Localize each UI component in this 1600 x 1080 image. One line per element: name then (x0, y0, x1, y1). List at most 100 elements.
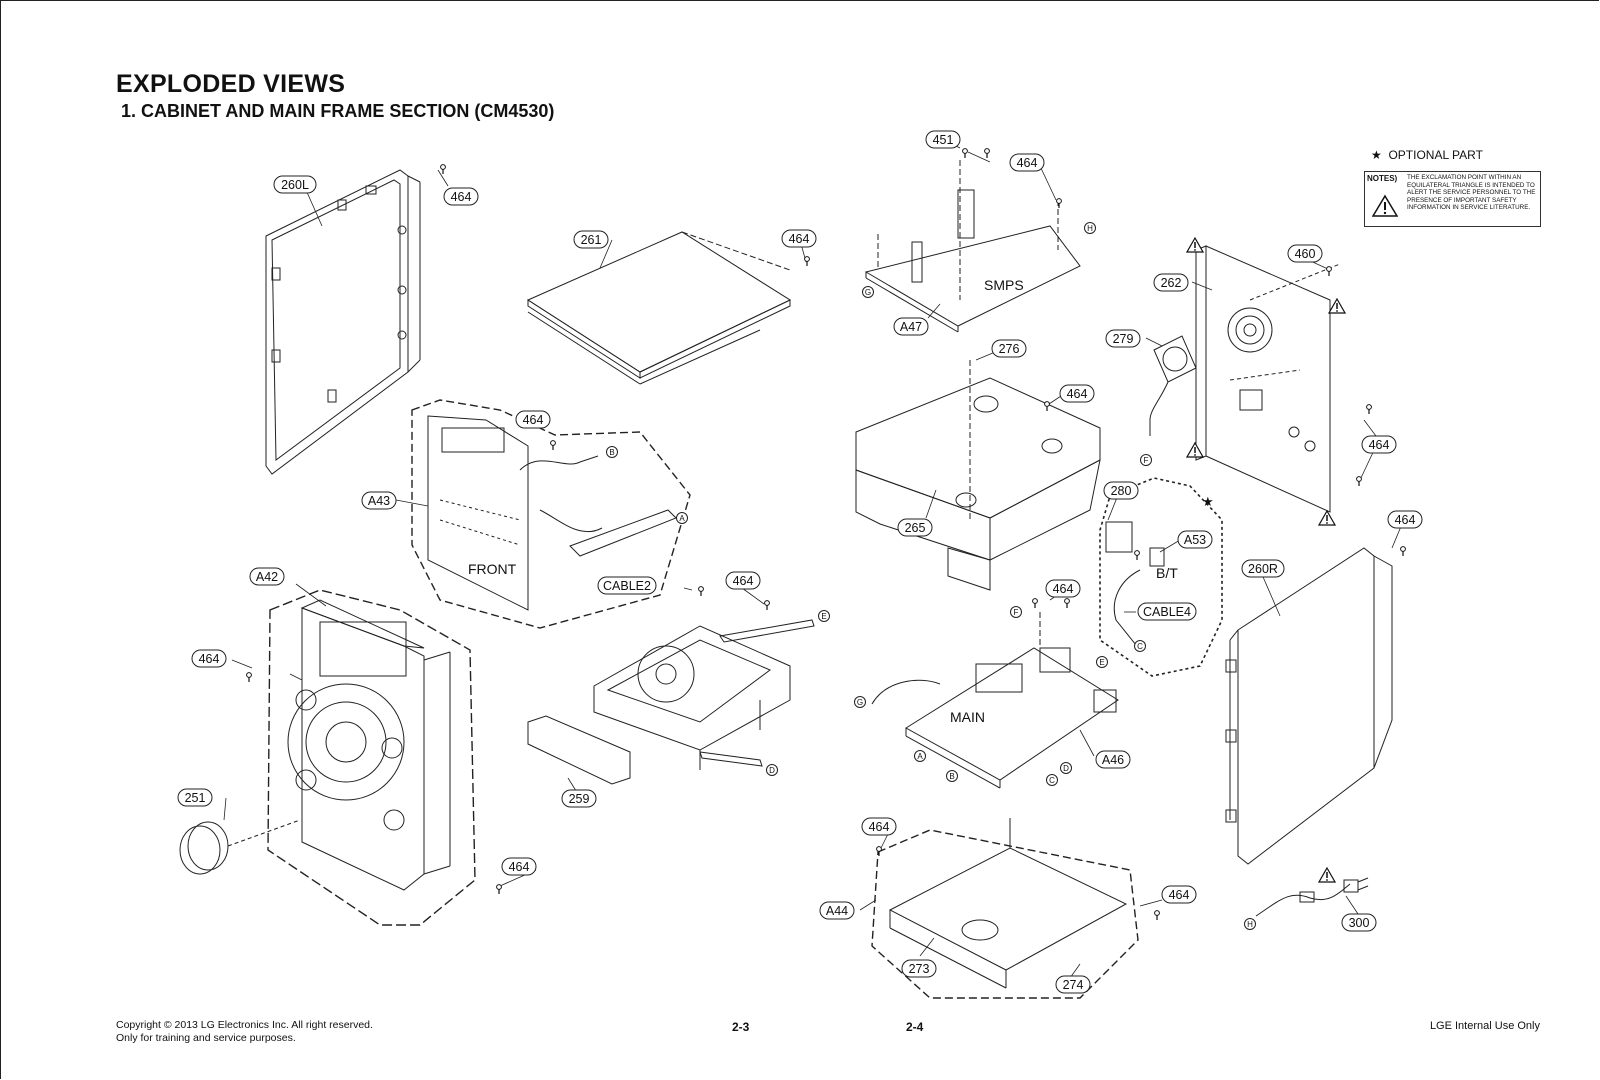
svg-text:A42: A42 (256, 570, 278, 584)
svg-text:280: 280 (1111, 484, 1132, 498)
svg-text:CABLE2: CABLE2 (603, 579, 651, 593)
svg-text:A47: A47 (900, 320, 922, 334)
safety-notes-box: NOTES) THE EXCLAMATION POINT WITHIN AN E… (1364, 171, 1541, 227)
star-icon: ★ (1202, 494, 1214, 509)
top-cover-261 (526, 231, 792, 385)
cooling-fan-279 (1149, 335, 1197, 436)
connector-markers: B A H G F E D C F E G A B C D H (606, 222, 1256, 930)
svg-text:G: G (865, 288, 871, 297)
svg-text:276: 276 (999, 342, 1020, 356)
part-label-251: 251 (177, 788, 213, 807)
part-label-279: 279 (1105, 329, 1141, 348)
part-label-A44: A44 (819, 901, 855, 920)
svg-text:464: 464 (523, 413, 544, 427)
warning-triangle-icon (1186, 442, 1204, 458)
part-label-A47: A47 (893, 317, 929, 336)
warning-triangle-icon (1372, 194, 1398, 217)
warning-triangle-icon (1328, 298, 1346, 314)
smps-label: SMPS (984, 277, 1024, 293)
svg-text:451: 451 (933, 133, 954, 147)
connector-H: H (1244, 918, 1256, 930)
internal-use-note: LGE Internal Use Only (1429, 1020, 1540, 1032)
svg-text:A53: A53 (1184, 533, 1206, 547)
svg-text:464: 464 (1169, 888, 1190, 902)
part-label-A53: A53 (1177, 530, 1213, 549)
connector-G: G (862, 286, 874, 298)
copyright-text: Copyright © 2013 LG Electronics Inc. All… (116, 1019, 373, 1031)
power-cord-300 (1255, 877, 1369, 917)
connector-B: B (606, 446, 618, 458)
page-number-left: 2-3 (732, 1020, 750, 1034)
smps-board-A47 (864, 160, 1081, 333)
board-labels: SMPS FRONT MAIN B/T (468, 277, 1178, 725)
part-label-CABLE2: CABLE2 (597, 576, 657, 595)
connector-E: E (1096, 656, 1108, 668)
connector-C: C (1134, 640, 1146, 652)
svg-text:464: 464 (1017, 156, 1038, 170)
connector-H: H (1084, 222, 1096, 234)
part-label-464: 464 (781, 229, 817, 248)
svg-text:464: 464 (451, 190, 472, 204)
training-note: Only for training and service purposes. (116, 1032, 296, 1044)
part-label-464: 464 (725, 571, 761, 590)
svg-text:H: H (1087, 224, 1093, 233)
svg-text:A43: A43 (368, 494, 390, 508)
part-label-265: 265 (897, 518, 933, 537)
part-labels: 451 464 260L 464 261 464 460 262 A47 279… (177, 130, 1423, 994)
svg-text:D: D (1063, 764, 1069, 773)
svg-text:B: B (609, 448, 614, 457)
connector-D: D (766, 764, 778, 776)
svg-text:300: 300 (1349, 916, 1370, 930)
svg-text:260L: 260L (281, 178, 309, 192)
part-label-276: 276 (991, 339, 1027, 358)
part-label-A42: A42 (249, 567, 285, 586)
part-label-A43: A43 (361, 491, 397, 510)
front-label: FRONT (468, 561, 517, 577)
part-label-464: 464 (1387, 510, 1423, 529)
part-label-464: 464 (1361, 435, 1397, 454)
part-label-464: 464 (443, 187, 479, 206)
part-label-464: 464 (501, 857, 537, 876)
warning-triangle-icon (1318, 510, 1336, 526)
main-board-A46 (871, 612, 1119, 789)
bt-label: B/T (1156, 565, 1178, 581)
connector-E: E (818, 610, 830, 622)
optional-part-label: OPTIONAL PART (1388, 148, 1483, 162)
part-label-259: 259 (561, 789, 597, 808)
part-label-260R: 260R (1241, 559, 1285, 578)
svg-text:464: 464 (869, 820, 890, 834)
connector-D: D (1060, 762, 1072, 774)
part-label-451: 451 (925, 130, 961, 149)
svg-text:279: 279 (1113, 332, 1134, 346)
svg-text:F: F (1014, 608, 1019, 617)
svg-text:G: G (857, 698, 863, 707)
connector-F: F (1140, 454, 1152, 466)
part-label-CABLE4: CABLE4 (1137, 602, 1197, 621)
connector-B: B (946, 770, 958, 782)
svg-text:464: 464 (1067, 387, 1088, 401)
svg-text:F: F (1144, 456, 1149, 465)
svg-text:E: E (821, 612, 826, 621)
leader-lines (223, 139, 1403, 979)
svg-text:C: C (1049, 776, 1055, 785)
copyright-footer: Copyright © 2013 LG Electronics Inc. All… (116, 1019, 373, 1045)
back-panel-262 (1195, 245, 1341, 513)
part-label-A46: A46 (1095, 750, 1131, 769)
svg-text:273: 273 (909, 962, 930, 976)
front-panel-A42 (267, 589, 476, 926)
svg-text:259: 259 (569, 792, 590, 806)
page-number-right: 2-4 (906, 1020, 924, 1034)
part-label-464: 464 (1045, 579, 1081, 598)
warning-triangle-icon (1186, 237, 1204, 253)
star-icon: ★ (1371, 148, 1382, 162)
page-title: EXPLODED VIEWS (116, 70, 346, 98)
side-panel-left-260L (265, 169, 421, 475)
part-label-464: 464 (1059, 384, 1095, 403)
warning-triangle-icon (1318, 867, 1336, 883)
svg-text:251: 251 (185, 791, 206, 805)
part-label-464: 464 (861, 817, 897, 836)
connector-A: A (676, 512, 688, 524)
svg-text:261: 261 (581, 233, 602, 247)
svg-text:464: 464 (199, 652, 220, 666)
